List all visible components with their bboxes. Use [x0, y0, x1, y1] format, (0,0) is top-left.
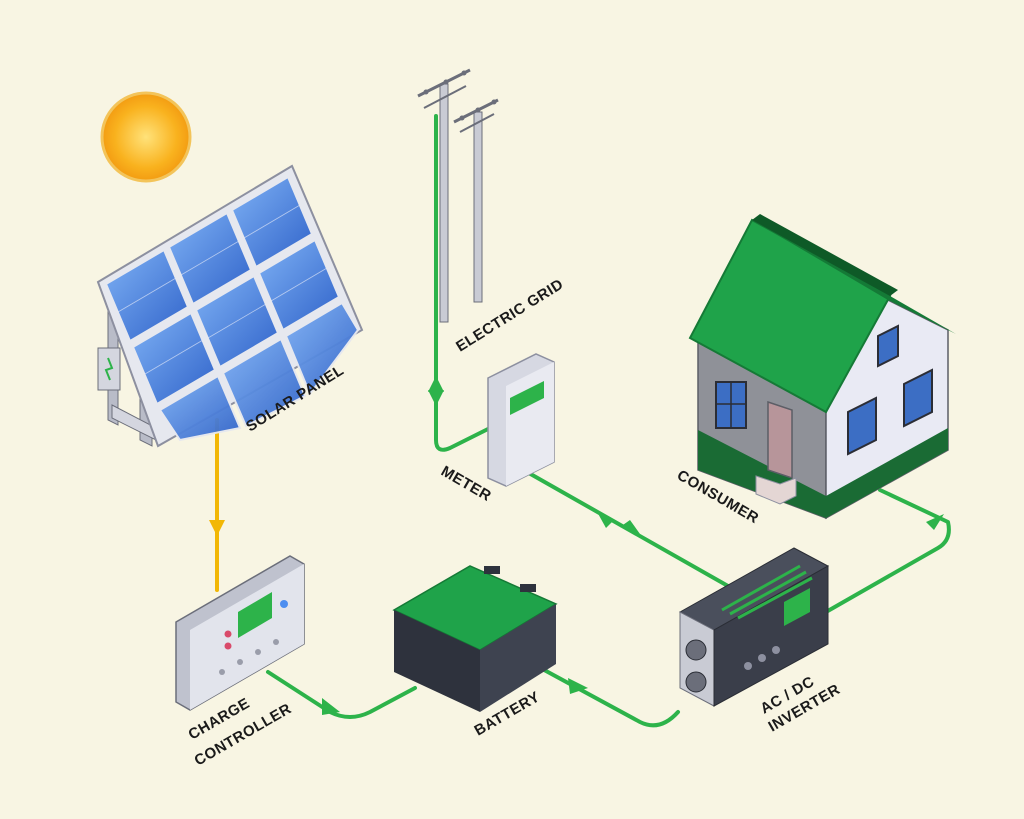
inverter: [678, 547, 830, 707]
arrow-icon: [322, 698, 340, 715]
arrow-icon: [428, 390, 444, 406]
wire-inverter-to-house: [824, 488, 951, 614]
house: [688, 214, 956, 520]
arrow-icon: [568, 678, 588, 694]
label-electric-grid: ELECTRIC GRID: [453, 276, 566, 356]
arrow-icon: [596, 510, 612, 528]
electric-grid-poles: [417, 68, 499, 323]
solar-panel: [96, 164, 364, 448]
arrow-icon: [620, 520, 640, 534]
wires: [209, 114, 951, 728]
wire-battery-to-inverter: [533, 663, 680, 728]
arrow-icon: [209, 520, 225, 536]
sun-icon: [100, 91, 192, 183]
battery: [392, 565, 558, 712]
meter: [487, 353, 555, 487]
arrow-icon: [428, 376, 444, 392]
wire-meter-to-grid: [434, 114, 492, 452]
arrow-icon: [926, 514, 944, 530]
label-meter: METER: [438, 463, 494, 505]
charge-controller: [175, 555, 305, 711]
